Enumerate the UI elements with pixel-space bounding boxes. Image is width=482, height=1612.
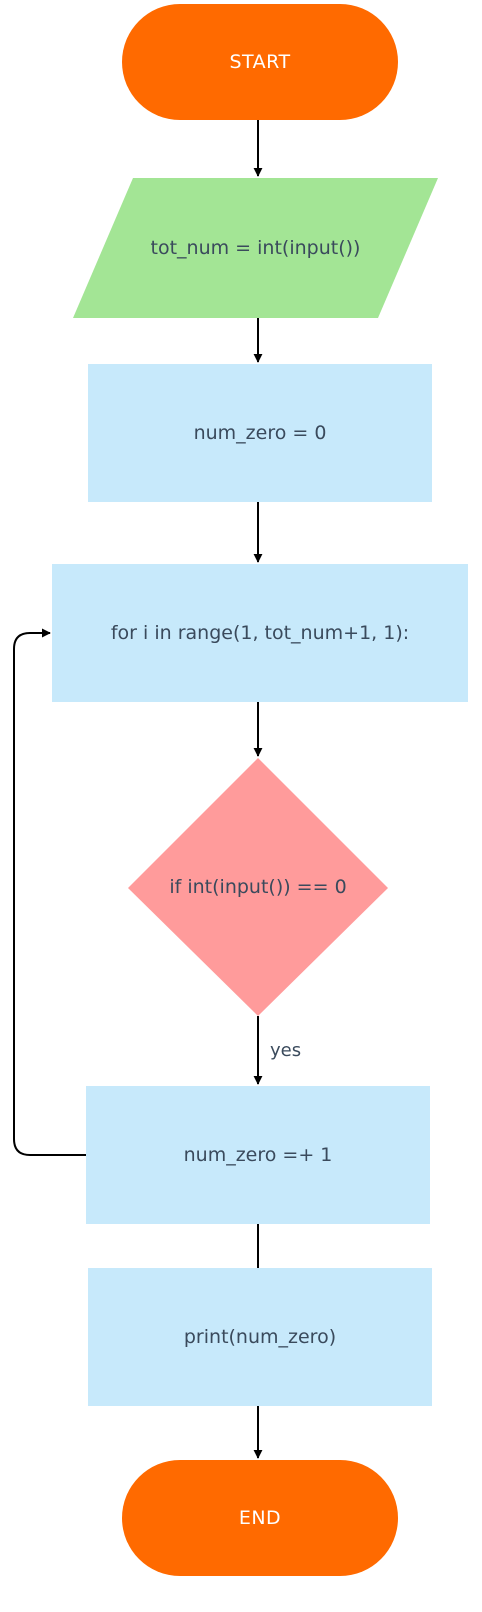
increment-process-shape [86, 1086, 430, 1224]
init-counter-node-label: num_zero = 0 [193, 421, 327, 444]
start-terminal-shape [122, 4, 398, 120]
edge-yes-label: yes [270, 1040, 302, 1061]
input-parallelogram-shape [73, 178, 438, 318]
init-process-shape [88, 364, 432, 502]
output-process-shape [88, 1268, 432, 1406]
input-total-node-label: tot_num = int(input()) [150, 236, 361, 259]
decision-diamond-shape [128, 758, 388, 1016]
for-loop-process-shape [52, 564, 468, 702]
edge-increment-loop-back [13, 628, 86, 1156]
output-node-label: print(num_zero) [183, 1325, 337, 1348]
end-terminal-shape [122, 1460, 398, 1576]
increment-node-label: num_zero =+ 1 [183, 1143, 333, 1166]
start-node-label: START [229, 50, 291, 73]
check-zero-node-label: if int(input()) == 0 [169, 875, 347, 898]
for-loop-node-label: for i in range(1, tot_num+1, 1): [110, 621, 410, 644]
end-node-label: END [238, 1506, 282, 1529]
